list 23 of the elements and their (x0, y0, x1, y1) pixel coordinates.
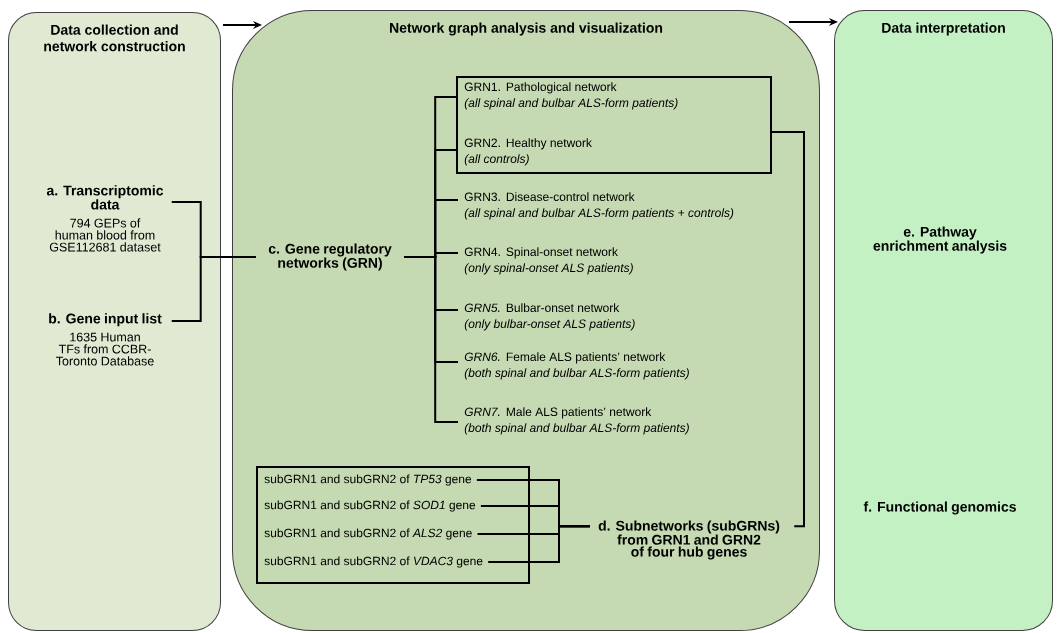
network-label: GRN2. Healthy network (all controls) (464, 138, 592, 166)
subnetwork-label: subGRN1 and subGRN2 of TP53 gene (264, 474, 472, 486)
network-label: GRN6. Female ALS patients’ network (both spinal and bulbar ALS-form patients) (464, 352, 689, 380)
step-label: e. Pathway enrichment analysis (873, 226, 1007, 254)
step-label: c. Gene regulatory networks (GRN) (268, 243, 392, 271)
subnetwork-label: subGRN1 and subGRN2 of VDAC3 gene (264, 556, 483, 568)
step-label: f. Functional genomics (863, 501, 1016, 515)
network-label: GRN3. Disease-control network (all spinal and bulbar ALS-form patients + controls) (464, 192, 734, 220)
connector-line (488, 525, 590, 563)
network-label: GRN1. Pathological network (all spinal and bulbar ALS-form patients) (464, 82, 678, 110)
group-box (256, 466, 530, 584)
step-label: d. Subnetworks (subGRNs) from GRN1 and GRN2 of four hub genes (598, 520, 780, 560)
network-label: GRN4. Spinal-onset network (only spinal-onset ALS patients) (464, 247, 633, 275)
network-label: GRN5. Bulbar-onset network (only bulbar-onset ALS patients) (464, 303, 635, 331)
subnetwork-label: subGRN1 and subGRN2 of SOD1 gene (264, 500, 476, 512)
data-source-label: b. Gene input list 1635 Human TFs from CCBR-Toronto Database (49, 313, 162, 366)
connector-line (171, 256, 256, 322)
connector-line (404, 256, 458, 423)
subnetwork-label: subGRN1 and subGRN2 of ALS2 gene (264, 528, 472, 540)
network-label: GRN7. Male ALS patients’ network (both spinal and bulbar ALS-form patients) (464, 407, 689, 435)
connector-line (771, 131, 805, 528)
group-box (456, 76, 772, 174)
data-source-label: a. Transcriptomic data 794 GEPs of human blood from GSE112681 dataset (46, 185, 164, 252)
